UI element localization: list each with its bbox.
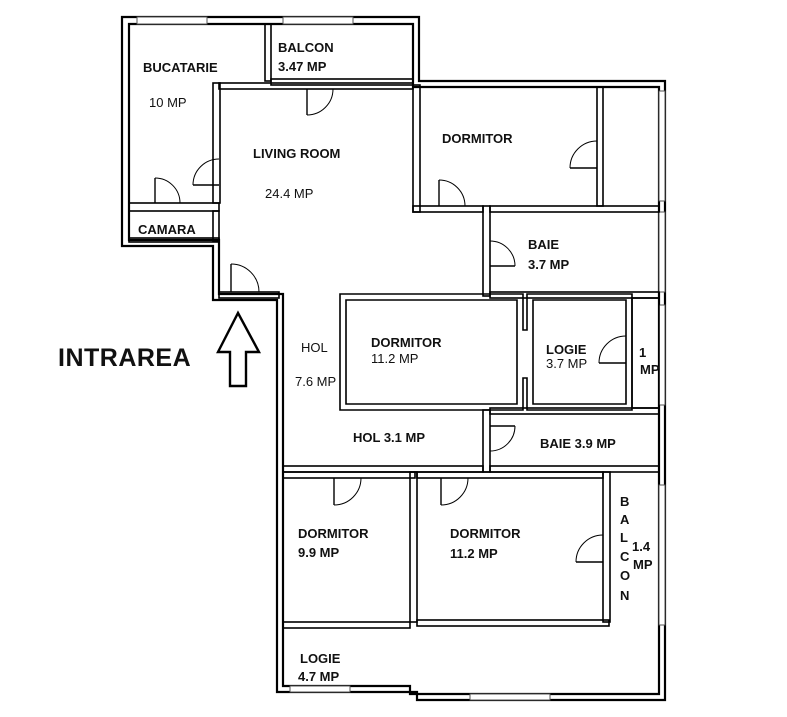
label-small-right-2: MP bbox=[640, 362, 660, 377]
interior-walls bbox=[128, 23, 660, 629]
label-balcon-side-area-1: 1.4 bbox=[632, 539, 651, 554]
label-living-area: 24.4 MP bbox=[265, 186, 313, 201]
label-dormitor-sw-area: 9.9 MP bbox=[298, 545, 340, 560]
label-balcon-side-letter: A bbox=[620, 512, 630, 527]
label-dormitor-se: DORMITOR bbox=[450, 526, 521, 541]
label-balcon-side-letter: C bbox=[620, 549, 630, 564]
label-balcon-side-letter: O bbox=[620, 568, 630, 583]
label-hol-area: 7.6 MP bbox=[295, 374, 336, 389]
label-logie-bottom: LOGIE bbox=[300, 651, 341, 666]
label-dormitor-mid-area: 11.2 MP bbox=[371, 351, 418, 366]
label-baie-2: BAIE 3.9 MP bbox=[540, 436, 616, 451]
label-balcon-side-letter: L bbox=[620, 530, 628, 545]
door-dormitor-se[interactable] bbox=[440, 477, 469, 506]
label-living: LIVING ROOM bbox=[253, 146, 340, 161]
door-entrance[interactable] bbox=[230, 263, 260, 293]
label-logie-mid: LOGIE bbox=[546, 342, 587, 357]
door-closet[interactable] bbox=[569, 140, 598, 169]
label-hol: HOL bbox=[301, 340, 328, 355]
label-baie-1-area: 3.7 MP bbox=[528, 257, 570, 272]
door-kitchen-living[interactable] bbox=[192, 158, 220, 186]
label-balcon-top-area: 3.47 MP bbox=[278, 59, 327, 74]
label-dormitor-ne: DORMITOR bbox=[442, 131, 513, 146]
label-bucatarie-area: 10 MP bbox=[149, 95, 187, 110]
door-balcony[interactable] bbox=[306, 88, 334, 116]
label-dormitor-sw: DORMITOR bbox=[298, 526, 369, 541]
outer-walls bbox=[120, 15, 667, 702]
door-kitchen[interactable] bbox=[154, 177, 181, 204]
label-balcon-side-area-2: MP bbox=[633, 557, 653, 572]
label-bucatarie: BUCATARIE bbox=[143, 60, 218, 75]
door-baie-2[interactable] bbox=[489, 425, 516, 452]
label-logie-bottom-area: 4.7 MP bbox=[298, 669, 340, 684]
label-dormitor-se-area: 11.2 MP bbox=[450, 546, 498, 561]
door-dormitor-sw[interactable] bbox=[333, 477, 362, 506]
door-logie-mid[interactable] bbox=[598, 335, 627, 364]
label-small-right-1: 1 bbox=[639, 345, 646, 360]
label-baie-1: BAIE bbox=[528, 237, 559, 252]
label-hol-small: HOL 3.1 MP bbox=[353, 430, 425, 445]
label-balcon-top: BALCON bbox=[278, 40, 334, 55]
label-logie-mid-area: 3.7 MP bbox=[546, 356, 587, 371]
entrance-arrow-icon bbox=[216, 310, 262, 388]
door-baie-1[interactable] bbox=[489, 240, 516, 267]
door-dormitor-ne[interactable] bbox=[438, 179, 466, 207]
label-balcon-side-letter: N bbox=[620, 588, 629, 603]
door-balcon-side[interactable] bbox=[575, 534, 604, 563]
doors bbox=[154, 88, 627, 563]
label-camara: CAMARA bbox=[138, 222, 196, 237]
label-dormitor-mid: DORMITOR bbox=[371, 335, 442, 350]
label-balcon-side-letter: B bbox=[620, 494, 629, 509]
windows bbox=[136, 16, 666, 701]
entrance-label: INTRAREA bbox=[58, 344, 191, 372]
room-labels: BUCATARIE 10 MP BALCON 3.47 MP CAMARA LI… bbox=[138, 40, 660, 684]
